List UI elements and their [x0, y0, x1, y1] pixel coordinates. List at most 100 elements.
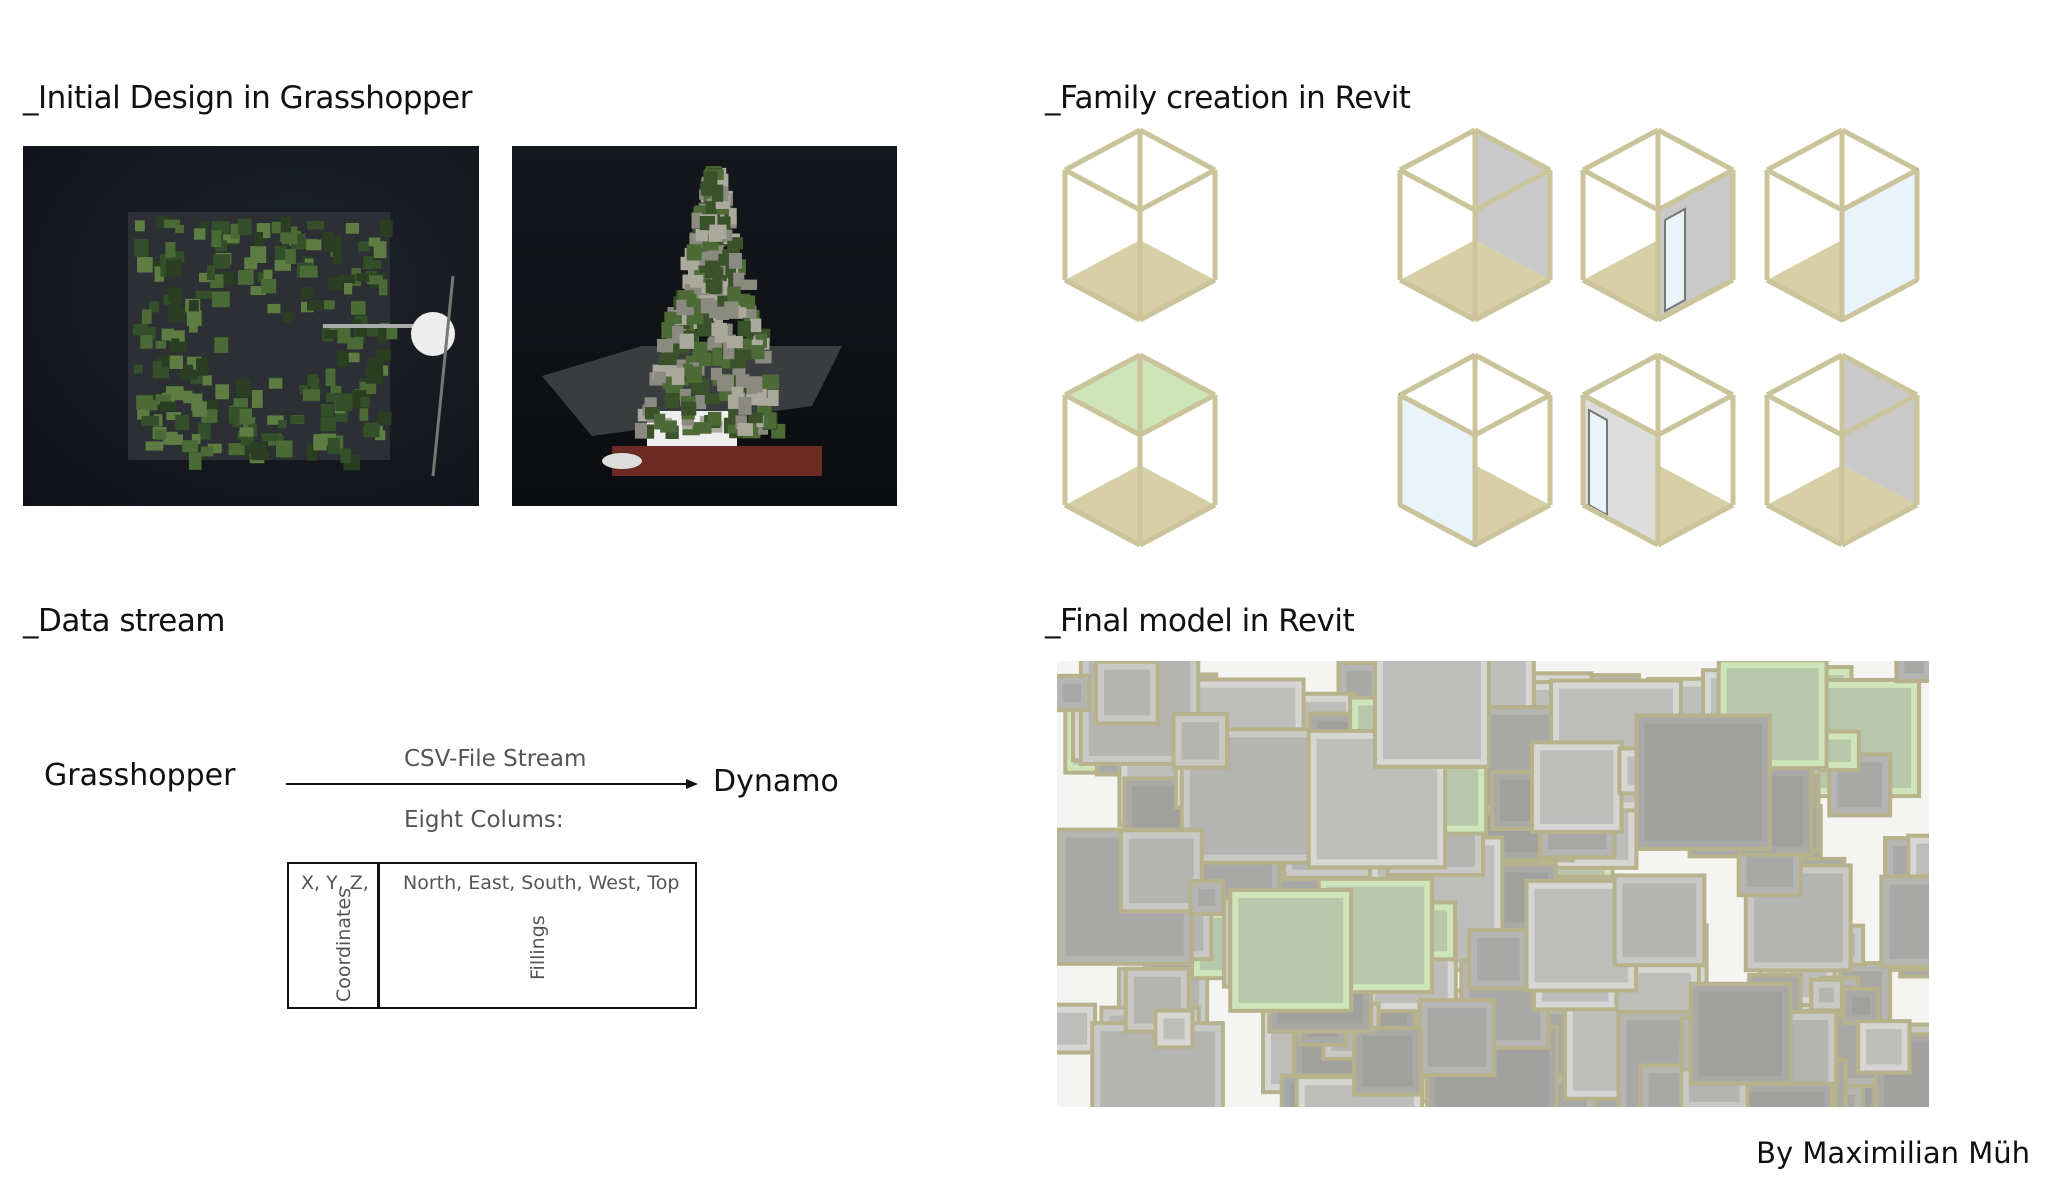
module-block [707, 338, 723, 351]
foliage-block [214, 337, 229, 353]
foliage-block [253, 231, 263, 247]
module-block [766, 380, 778, 399]
foliage-block [378, 279, 388, 296]
foliage-block [202, 375, 212, 386]
cube-frame [1473, 277, 1552, 323]
foliage-block [359, 408, 369, 421]
section-title-data-stream: _Data stream [23, 603, 226, 639]
cube-frame [1138, 352, 1217, 398]
foliage-block [365, 260, 381, 269]
foliage-block [170, 302, 181, 313]
foliage-block [175, 414, 190, 430]
foliage-block [182, 440, 198, 453]
module-block [717, 264, 734, 276]
module-block [740, 295, 756, 310]
model-module [1856, 1019, 1912, 1075]
foliage-block [307, 221, 324, 230]
foliage-block [340, 448, 351, 463]
cube-frame [1840, 502, 1919, 548]
module-block [712, 314, 723, 328]
cube-frame [1840, 127, 1919, 173]
module-opening [1427, 1008, 1487, 1067]
module-block [695, 422, 712, 434]
module-block [660, 420, 677, 433]
foliage-block [348, 352, 360, 363]
cube-frame [1581, 352, 1660, 398]
model-module [1372, 661, 1491, 769]
fill-label: Fillings [527, 915, 549, 980]
grasshopper-top-view-render [23, 146, 479, 506]
family-cube-wall-solid [1397, 127, 1553, 323]
cube-wall [1475, 130, 1550, 280]
foliage-block [244, 445, 254, 458]
foliage-block [171, 359, 181, 369]
foliage-block [236, 408, 253, 425]
module-block [634, 422, 647, 439]
cube-frame [1063, 127, 1142, 173]
model-module [1809, 977, 1844, 1013]
module-block [731, 386, 744, 402]
module-block [767, 389, 779, 406]
section-title-initial-design: _Initial Design in Grasshopper [23, 80, 473, 116]
model-module [1634, 713, 1772, 851]
columns-divider [377, 864, 380, 1007]
module-block [682, 363, 693, 377]
foliage-block [351, 301, 366, 315]
foliage-block [196, 358, 209, 376]
cube-wall [1842, 355, 1917, 505]
foliage-block [163, 294, 173, 305]
foliage-block [199, 272, 215, 283]
foliage-block [236, 379, 251, 397]
foliage-block [191, 433, 201, 445]
foliage-block [150, 260, 162, 270]
module-block [670, 359, 687, 370]
model-module [1171, 712, 1230, 770]
foliage-block [251, 390, 263, 408]
foliage-block [239, 427, 254, 437]
top-view-image [128, 212, 455, 477]
module-opening [1866, 1029, 1902, 1065]
foliage-block [250, 286, 267, 296]
foliage-block [188, 300, 199, 312]
foliage-block [363, 425, 380, 438]
foliage-block [155, 340, 166, 349]
module-block [686, 244, 702, 261]
coord-header: X, Y, Z, [301, 872, 369, 894]
cube-frame [1473, 127, 1552, 173]
foliage-block [195, 290, 213, 299]
cube-frame [1840, 352, 1919, 398]
section-title-family-creation: _Family creation in Revit [1045, 80, 1411, 116]
module-block [661, 322, 673, 339]
columns-label: Eight Colums: [404, 807, 564, 833]
columns-table: X, Y, Z, Coordinates North, East, South,… [287, 862, 697, 1009]
module-block [709, 290, 721, 306]
module-opening [1181, 722, 1220, 760]
foliage-block [375, 430, 386, 441]
model-module [1530, 740, 1624, 834]
cube-frame [1765, 127, 1844, 173]
cube-frame [1063, 502, 1142, 548]
module-block [763, 412, 777, 429]
foliage-block [140, 335, 153, 349]
foliage-block [280, 232, 291, 243]
foliage-block [276, 440, 293, 458]
foliage-block [323, 300, 335, 310]
foliage-block [165, 242, 176, 258]
module-block [695, 393, 707, 410]
model-module [1228, 887, 1354, 1013]
module-block [747, 412, 763, 424]
fill-header: North, East, South, West, Top [403, 872, 680, 894]
module-block [707, 411, 722, 426]
section-title-final-model: _Final model in Revit [1045, 603, 1355, 639]
module-opening [1819, 987, 1834, 1003]
module-block [717, 374, 734, 392]
final-revit-model-render [1057, 661, 1929, 1107]
foliage-block [186, 310, 202, 326]
module-block [691, 212, 702, 229]
model-module [1153, 1008, 1195, 1050]
cube-frame [1656, 277, 1735, 323]
module-block [711, 184, 724, 202]
foliage-block [179, 370, 198, 380]
foliage-block [320, 403, 334, 417]
foliage-block [141, 415, 160, 426]
